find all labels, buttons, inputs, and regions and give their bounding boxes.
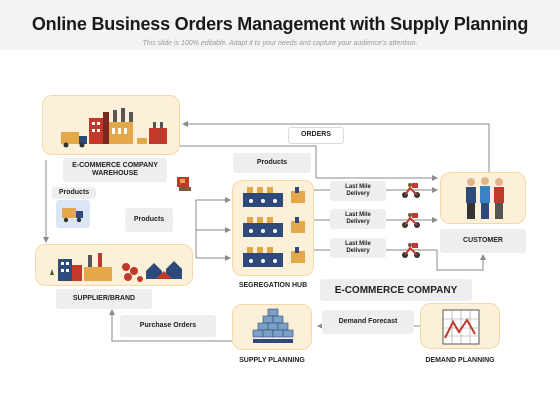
delivery-scooter-icon	[400, 180, 422, 200]
supply-planning-card[interactable]	[232, 304, 312, 350]
edge-label-purchase-orders: Purchase Orders	[120, 315, 216, 337]
edge-label-last-mile-3: Last Mile Delivery	[330, 238, 386, 258]
demand-planning-label: DEMAND PLANNING	[422, 353, 498, 369]
ecommerce-company-label: E-COMMERCE COMPANY	[320, 279, 472, 301]
edge-hub-to-customer-3b	[436, 250, 486, 271]
warehouse-label: E-COMMERCE COMPANY WAREHOUSE	[63, 158, 167, 182]
edge-supplier-to-hub-1	[195, 197, 231, 258]
edge-label-last-mile-2: Last Mile Delivery	[330, 209, 386, 229]
demand-planning-card[interactable]	[420, 303, 500, 349]
segregation-hub-card[interactable]	[232, 180, 314, 276]
page-subtitle: This slide is 100% editable. Adapt it to…	[142, 40, 418, 47]
edge-warehouse-to-customer	[180, 145, 438, 181]
supplier-label: SUPPLIER/BRAND	[56, 289, 152, 309]
trend-chart-icon	[442, 309, 480, 345]
segregation-hub-icon	[243, 187, 305, 267]
edge-label-last-mile-1: Last Mile Delivery	[330, 181, 386, 201]
customer-group-icon	[466, 177, 504, 219]
customer-card[interactable]	[440, 172, 526, 224]
warehouse-illustration-icon	[61, 108, 167, 148]
edge-label-orders: ORDERS	[288, 127, 344, 144]
delivery-scooter-icon	[400, 240, 422, 260]
segregation-hub-label: SEGREGATION HUB	[234, 279, 312, 293]
page-title: Online Business Orders Management with S…	[31, 14, 529, 34]
edge-supply-to-supplier	[109, 309, 232, 342]
header-band	[0, 0, 560, 50]
edge-label-demand-forecast: Demand Forecast	[322, 310, 414, 334]
delivery-truck-icon	[56, 200, 90, 228]
delivery-scooter-icon	[400, 210, 422, 230]
supplier-card[interactable]	[35, 244, 193, 286]
supplier-illustration-icon	[50, 253, 182, 282]
edge-label-products-left: Products	[52, 187, 96, 199]
edge-label-products-mid: Products	[125, 208, 173, 232]
edge-customer-to-warehouse	[182, 121, 490, 172]
package-icon	[174, 174, 194, 194]
supply-planning-label: SUPPLY PLANNING	[234, 353, 310, 369]
stacked-boxes-icon	[252, 308, 294, 343]
edge-label-products-top: Products	[233, 153, 311, 173]
customer-label: CUSTOMER	[440, 229, 526, 253]
warehouse-card[interactable]	[42, 95, 180, 155]
